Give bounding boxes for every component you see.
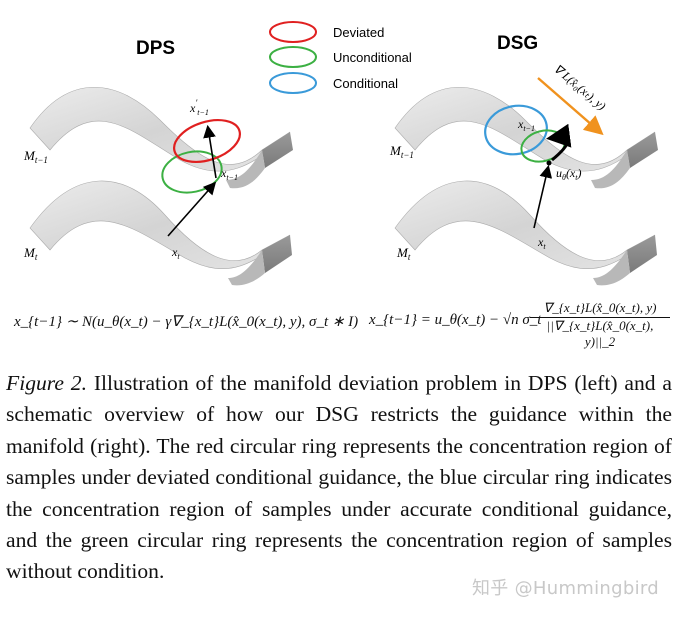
equation-dsg-denominator: ||∇_{x_t}L(x̂_0(x_t), y)||_2 [546,318,654,349]
manifold-upper-right-label: Mt−1 [389,143,414,160]
figure-illustration: DPS Mt−1 Mt x′t−1 xt−1 xt Deviated Uncon… [23,21,658,286]
label-x-prime: x′t−1 [189,98,209,117]
caption-text: Illustration of the manifold deviation p… [6,371,672,584]
legend-conditional-swatch [269,72,317,94]
arrow-xt-to-u [533,164,553,229]
equation-dsg-numerator: ∇_{x_t}L(x̂_0(x_t), y) [530,300,670,318]
dps-panel: DPS Mt−1 Mt x′t−1 xt−1 xt [23,38,293,286]
label-xt1-left: xt−1 [220,166,238,182]
label-xt1-right: xt−1 [517,117,535,133]
label-xt-right: xt [537,235,546,251]
dsg-title: DSG [497,33,538,54]
equation-dps: x_{t−1} ∼ N(u_θ(x_t) − γ∇_{x_t}L(x̂_0(x_… [14,314,359,330]
arrow-xt-to-xt1-left [167,181,217,237]
watermark: 知乎 @Hummingbird [472,578,660,599]
legend-deviated-swatch [269,21,317,43]
manifold-upper-left-label: Mt−1 [23,148,48,165]
legend-deviated-label: Deviated [333,25,384,40]
manifold-upper-right [394,86,658,189]
manifold-lower-left-label: Mt [23,245,38,262]
label-u-theta: uθ(xt) [556,166,582,182]
dsg-panel: DSG Mt−1 Mt ∇ L(x̂₀(xₜ), y) xt−1 uθ(xt) … [389,33,658,286]
arrow-guidance-curved [546,123,572,162]
manifold-lower-left [29,180,292,286]
gradient-direction-arrow [537,77,604,136]
manifold-lower-right [394,180,657,286]
manifold-lower-right-label: Mt [396,245,411,262]
point-u-theta [546,160,552,166]
equation-dsg-fraction: ∇_{x_t}L(x̂_0(x_t), y) ||∇_{x_t}L(x̂_0(x… [530,300,670,350]
legend-conditional-label: Conditional [333,76,398,91]
gradient-label: ∇ L(x̂₀(xₜ), y) [551,62,609,113]
caption-label: Figure 2. [6,371,88,395]
legend-unconditional-label: Unconditional [333,50,412,65]
unconditional-ring-left [161,150,223,194]
legend-unconditional-swatch [269,46,317,68]
label-xt-left: xt [171,245,180,261]
legend: Deviated Unconditional Conditional [269,21,412,94]
arrow-xt1-to-xprime [203,124,217,179]
figure-caption: Figure 2. Illustration of the manifold d… [6,368,672,588]
equation-dsg: x_{t−1} = u_θ(x_t) − √n σ_t [369,312,541,329]
equation-dsg-lhs: x_{t−1} = u_θ(x_t) − √n σ_t [369,312,542,328]
dps-title: DPS [136,38,175,59]
manifold-upper-left [29,86,293,189]
